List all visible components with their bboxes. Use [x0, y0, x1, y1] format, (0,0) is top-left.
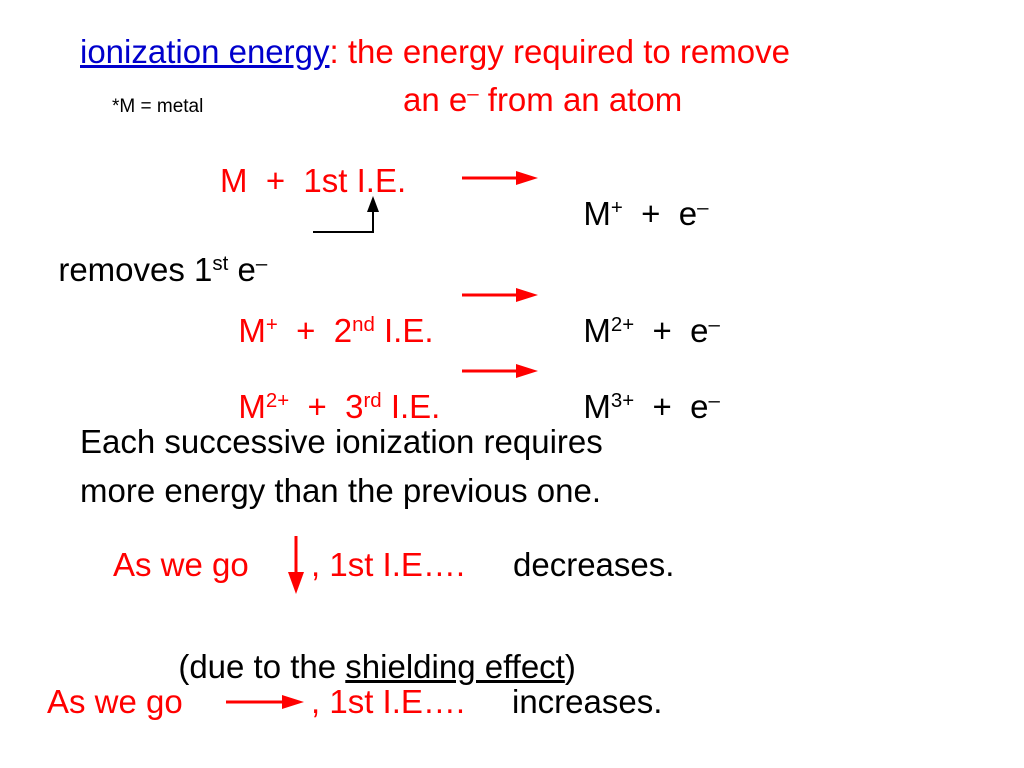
eq2-rhs-base: M: [583, 312, 611, 349]
definition-line-1: ionization energy: the energy required t…: [80, 35, 790, 68]
shielding-pre: (due to the: [178, 648, 346, 685]
trend-down-prefix: As we go: [113, 546, 249, 583]
definition-text-1: the energy required to remove: [347, 33, 790, 70]
definition-line-2: an e– from an atom: [403, 83, 682, 116]
eq3-rhs-base: M: [583, 388, 611, 425]
eq2-rhs-sup: 2+: [610, 312, 635, 336]
definition-text-2b: from an atom: [478, 81, 683, 118]
right-arrow-icon: [226, 695, 304, 709]
shielding-post: ): [564, 648, 576, 685]
removes-post: e: [228, 251, 256, 288]
eq3-rhs-sup: 3+: [610, 388, 635, 412]
eq1-rhs-tail: + e: [622, 195, 698, 232]
trend-right-result: increases.: [512, 683, 663, 720]
eq2-lhs-mid-sup: nd: [352, 312, 375, 336]
eq3-rhs-tail-sup: –: [708, 388, 720, 412]
definition-colon: :: [329, 33, 339, 70]
eq3-rhs: M3+ + e–: [565, 357, 720, 423]
eq2-arrow: [462, 288, 538, 302]
eq1-rhs: M+ + e–: [565, 164, 708, 230]
definition-text-2a: an e: [403, 81, 468, 118]
eq3-lhs-sup: 2+: [265, 388, 290, 412]
eq2-rhs-tail-sup: –: [708, 312, 720, 336]
removes-sup: st: [212, 251, 229, 275]
eq2-lhs-sup: +: [265, 312, 278, 336]
eq2-lhs: M+ + 2nd I.E.: [220, 281, 434, 349]
eq3-lhs-mid: + 3: [289, 388, 364, 425]
eq3-rhs-tail: + e: [634, 388, 709, 425]
eq1-rhs-tail-sup: –: [697, 195, 709, 219]
removes-post-sup: –: [255, 251, 268, 275]
eq2-rhs: M2+ + e–: [565, 281, 720, 347]
shielding-effect-term: shielding effect: [345, 648, 565, 685]
eq2-rhs-tail: + e: [634, 312, 709, 349]
down-arrow-icon: [288, 536, 304, 594]
removes-text: removes 1: [58, 251, 213, 288]
removes-pointer-arrow-icon: [313, 196, 379, 233]
successive-line-2: more energy than the previous one.: [80, 472, 601, 509]
eq3-lhs: M2+ + 3rd I.E.: [220, 357, 440, 423]
trend-down-mid: , 1st I.E….: [311, 546, 466, 583]
metal-note: *M = metal: [112, 96, 204, 117]
trend-right-prefix: As we go: [47, 683, 183, 720]
eq2-lhs-base: M: [238, 312, 266, 349]
eq1-rhs-base: M: [583, 195, 611, 232]
eq2-lhs-mid: + 2: [277, 312, 353, 349]
eq3-arrow: [462, 364, 538, 378]
eq1-arrow: [462, 171, 538, 185]
trend-down-result: decreases.: [513, 546, 675, 583]
removes-first-electron-label: removes 1st e–: [40, 220, 267, 286]
electron-charge-sup: –: [467, 81, 479, 105]
eq3-lhs-end: I.E.: [381, 388, 441, 425]
trend-right-mid: , 1st I.E….: [311, 683, 466, 720]
eq2-lhs-end: I.E.: [374, 312, 434, 349]
eq1-rhs-sup: +: [610, 195, 623, 219]
eq1-lhs: M + 1st I.E.: [220, 162, 407, 199]
eq3-lhs-base: M: [238, 388, 266, 425]
eq3-lhs-mid-sup: rd: [363, 388, 382, 412]
successive-line-1: Each successive ionization requires: [80, 423, 603, 460]
ionization-energy-link[interactable]: ionization energy: [80, 33, 330, 70]
shielding-note: (due to the shielding effect): [160, 617, 576, 683]
